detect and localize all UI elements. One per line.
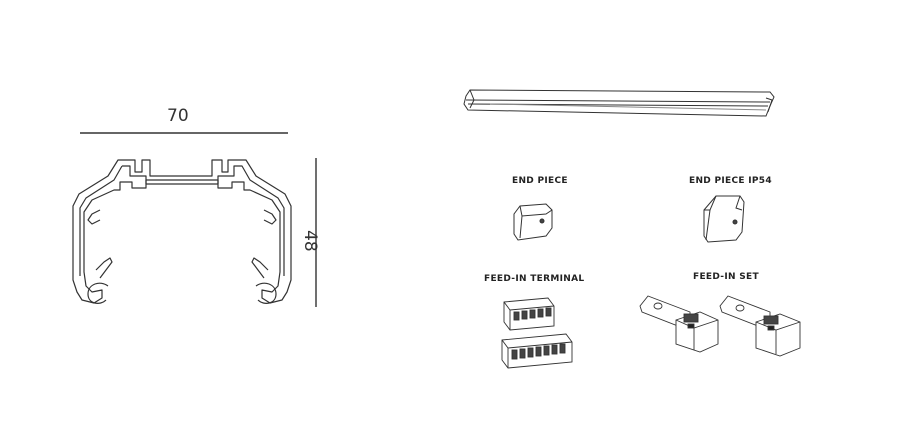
feed-in-set-drawing	[639, 295, 801, 357]
end-piece-label: END PIECE	[512, 176, 568, 186]
end-piece-ip54-label: END PIECE IP54	[689, 176, 772, 186]
profile-left-clip	[95, 257, 113, 279]
height-dimension-label: 48	[300, 230, 320, 252]
profile-inner-contour	[79, 165, 285, 276]
feed-in-set-label: FEED-IN SET	[693, 272, 759, 282]
feed-in-terminal-label: FEED-IN TERMINAL	[484, 274, 585, 284]
end-piece-ip54-drawing	[703, 195, 745, 243]
profile-right-curl	[255, 282, 277, 304]
profile-right-clip	[251, 257, 269, 279]
profile-bar	[463, 89, 775, 117]
profile-left-curl	[87, 282, 109, 304]
feed-in-connector-left	[639, 295, 719, 353]
profile-outer-contour	[72, 159, 292, 304]
end-piece-drawing	[513, 203, 553, 241]
profile-cross-section	[72, 132, 317, 307]
terminal-block-bottom	[501, 333, 573, 369]
width-dimension-label: 70	[167, 106, 189, 126]
feed-in-terminal-drawing	[501, 297, 573, 369]
feed-in-connector-right	[719, 295, 801, 357]
profile-right-hook	[263, 209, 277, 225]
profile-left-hook	[87, 209, 101, 225]
terminal-block-top	[503, 297, 555, 331]
